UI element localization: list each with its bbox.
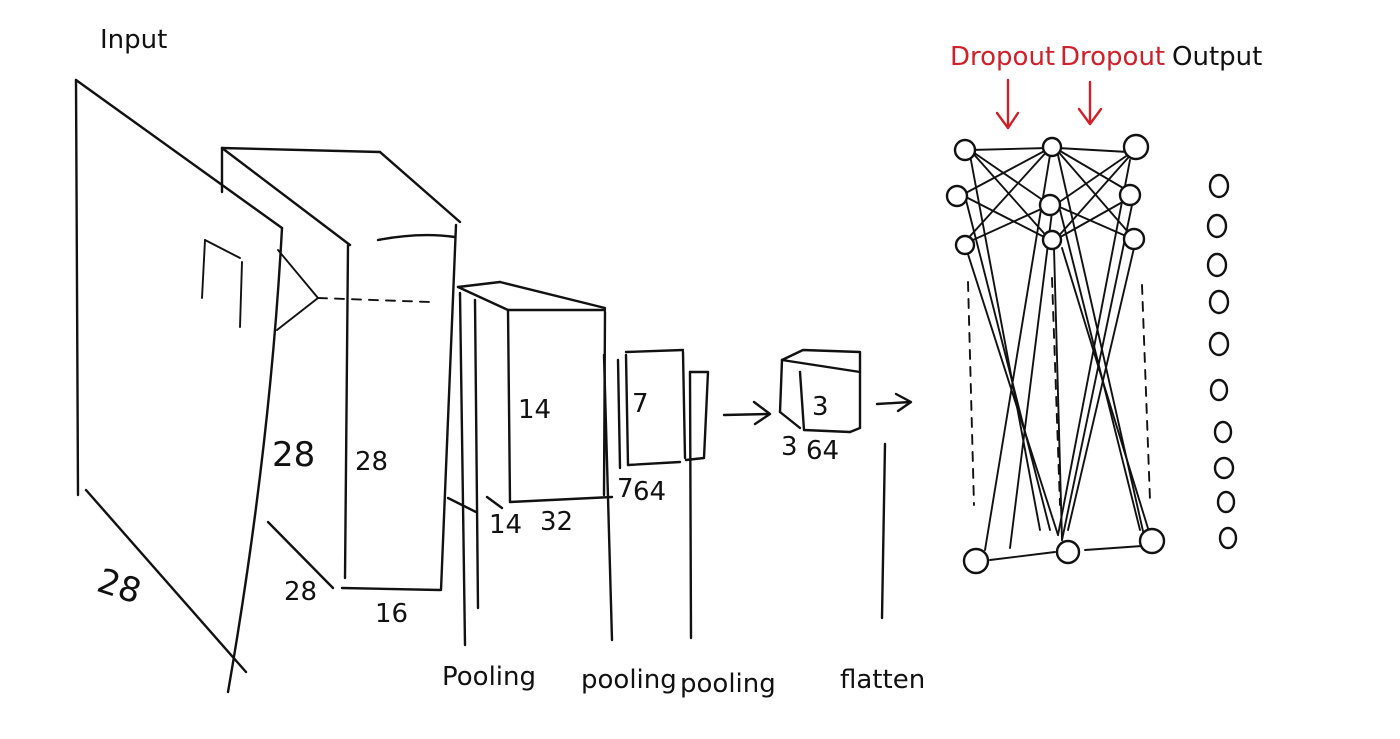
pool1-plates <box>446 291 480 647</box>
arrow-to-flatten <box>875 392 913 413</box>
conv3-width-label: 7 <box>617 474 634 504</box>
conv3-height-label: 7 <box>632 389 649 419</box>
conv3-block <box>624 348 687 467</box>
pool3-label: pooling <box>680 669 776 699</box>
dropout-arrow-2 <box>1077 80 1103 126</box>
input-plane <box>74 78 284 694</box>
conv2-block <box>456 280 614 510</box>
dropout-label-2: Dropout <box>1060 42 1165 72</box>
kernel-projection <box>276 249 431 331</box>
conv2-depth-label: 32 <box>540 507 573 537</box>
conv1-height-label: 28 <box>355 447 388 477</box>
conv1-block <box>220 146 462 592</box>
input-kernel-window <box>201 239 243 328</box>
conv3-depth-label: 64 <box>633 477 666 507</box>
pool1-label: Pooling <box>442 662 536 692</box>
dropout-label-1: Dropout <box>950 42 1055 72</box>
conv4-depth-label: 64 <box>806 436 839 466</box>
conv2-height-label: 14 <box>518 395 551 425</box>
hidden-layer-2-nodes <box>1038 136 1063 251</box>
conv4-height-label: 3 <box>812 392 829 422</box>
conv1-depth-label: 16 <box>375 599 408 629</box>
bottom-nodes <box>962 527 1166 575</box>
input-height-label: 28 <box>92 561 146 612</box>
pool3-plates <box>684 370 710 640</box>
dense-connections <box>961 147 1151 561</box>
input-width-label: 28 <box>272 435 315 475</box>
pool2-label: pooling <box>581 665 677 695</box>
hidden-layer-1-nodes <box>945 138 977 256</box>
conv4-width-label: 3 <box>781 432 798 462</box>
flatten-label: flatten <box>840 665 925 695</box>
conv4-cube <box>778 348 862 434</box>
output-label: Output <box>1172 42 1262 72</box>
input-label: Input <box>100 25 167 55</box>
hidden-layer-3-nodes <box>1118 133 1150 251</box>
flatten-bar <box>880 442 887 620</box>
dropout-arrow-1 <box>995 78 1020 130</box>
output-nodes <box>1206 173 1238 550</box>
arrow-to-conv4 <box>722 400 772 426</box>
conv2-width-label: 14 <box>489 510 522 540</box>
pool2-plates <box>602 353 622 642</box>
conv1-width-label: 28 <box>284 577 317 607</box>
